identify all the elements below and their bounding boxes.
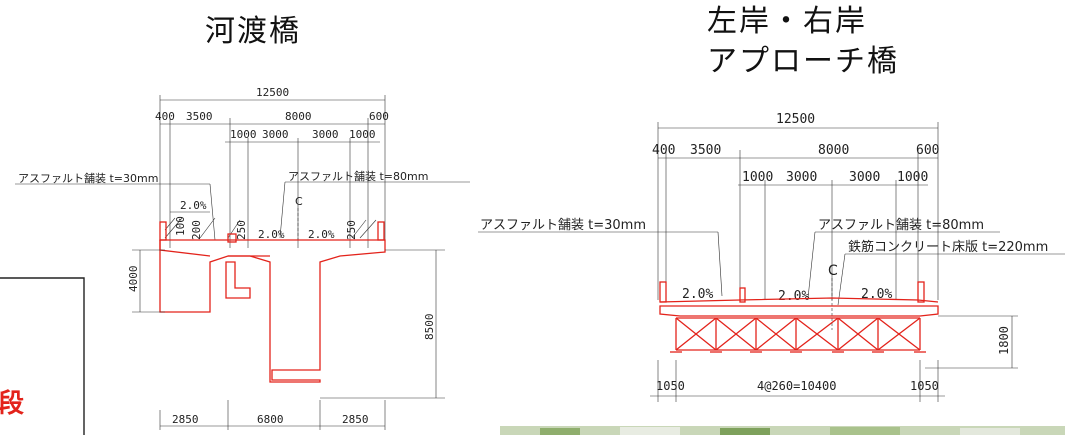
left-dim-8000: 8000 bbox=[285, 110, 312, 123]
right-dim-1000b: 1000 bbox=[897, 170, 928, 185]
right-label-asphalt-80: アスファルト舗装 t=80mm bbox=[818, 218, 984, 233]
left-dim-height-8500: 8500 bbox=[423, 314, 436, 341]
title-river-bridge: 河渡橋 bbox=[205, 14, 301, 49]
left-dim-bottom-2850a: 2850 bbox=[172, 413, 199, 426]
left-dim-400: 400 bbox=[155, 110, 175, 123]
title-approach-bridge-line2: アプローチ橋 bbox=[707, 44, 899, 79]
right-dim-bottom-1050a: 1050 bbox=[656, 379, 685, 393]
right-dim-600: 600 bbox=[916, 143, 939, 158]
left-slope-1: 2.0% bbox=[180, 199, 207, 212]
right-dim-bottom-1050b: 1050 bbox=[910, 379, 939, 393]
left-dim-total: 12500 bbox=[256, 86, 289, 99]
right-dim-8000: 8000 bbox=[818, 143, 849, 158]
left-dim-1000b: 1000 bbox=[349, 128, 376, 141]
right-dim-height-1800: 1800 bbox=[997, 326, 1011, 355]
left-dim-600: 600 bbox=[369, 110, 389, 123]
right-slope-1: 2.0% bbox=[682, 287, 713, 302]
right-slope-2: 2.0% bbox=[778, 289, 809, 304]
right-label-asphalt-30: アスファルト舗装 t=30mm bbox=[480, 218, 646, 233]
left-dim-bottom-6800: 6800 bbox=[257, 413, 284, 426]
right-centerline-mark: C bbox=[828, 263, 838, 279]
right-dim-bottom-spans: 4@260=10400 bbox=[757, 379, 836, 393]
left-label-asphalt-30: アスファルト舗装 t=30mm bbox=[18, 171, 158, 185]
red-char-fragment: 段 bbox=[0, 388, 24, 419]
right-dim-3500: 3500 bbox=[690, 143, 721, 158]
left-label-asphalt-80: アスファルト舗装 t=80mm bbox=[288, 169, 428, 183]
right-cross-section: 12500 400 3500 8000 600 1000 3000 3000 1… bbox=[478, 112, 1065, 402]
left-dim-3500: 3500 bbox=[186, 110, 213, 123]
left-small-dim-250a: 250 bbox=[235, 220, 248, 240]
left-small-dim-100: 100 bbox=[174, 216, 187, 236]
right-dim-3000a: 3000 bbox=[786, 170, 817, 185]
left-centerline-mark: C bbox=[295, 195, 303, 208]
left-dim-3000a: 3000 bbox=[262, 128, 289, 141]
left-cross-section: 12500 400 3500 8000 600 1000 3000 3000 1… bbox=[15, 86, 470, 430]
right-dim-1000a: 1000 bbox=[742, 170, 773, 185]
right-truss bbox=[670, 317, 926, 353]
left-dim-height-4000: 4000 bbox=[127, 266, 140, 293]
right-dim-400: 400 bbox=[652, 143, 675, 158]
left-dim-1000a: 1000 bbox=[230, 128, 257, 141]
right-dim-total: 12500 bbox=[776, 112, 815, 127]
left-slope-2: 2.0% bbox=[258, 228, 285, 241]
photo-strip-fragment bbox=[500, 426, 1065, 435]
left-small-dim-200: 200 bbox=[190, 220, 203, 240]
left-dim-bottom-2850b: 2850 bbox=[342, 413, 369, 426]
left-slope-3: 2.0% bbox=[308, 228, 335, 241]
right-dim-3000b: 3000 bbox=[849, 170, 880, 185]
side-panel-fragment: 段 bbox=[0, 277, 85, 435]
right-label-rc-slab: 鉄筋コンクリート床版 t=220mm bbox=[848, 239, 1048, 255]
title-approach-bridge-line1: 左岸・右岸 bbox=[707, 4, 867, 39]
left-dim-3000b: 3000 bbox=[312, 128, 339, 141]
left-small-dim-250b: 250 bbox=[345, 220, 358, 240]
